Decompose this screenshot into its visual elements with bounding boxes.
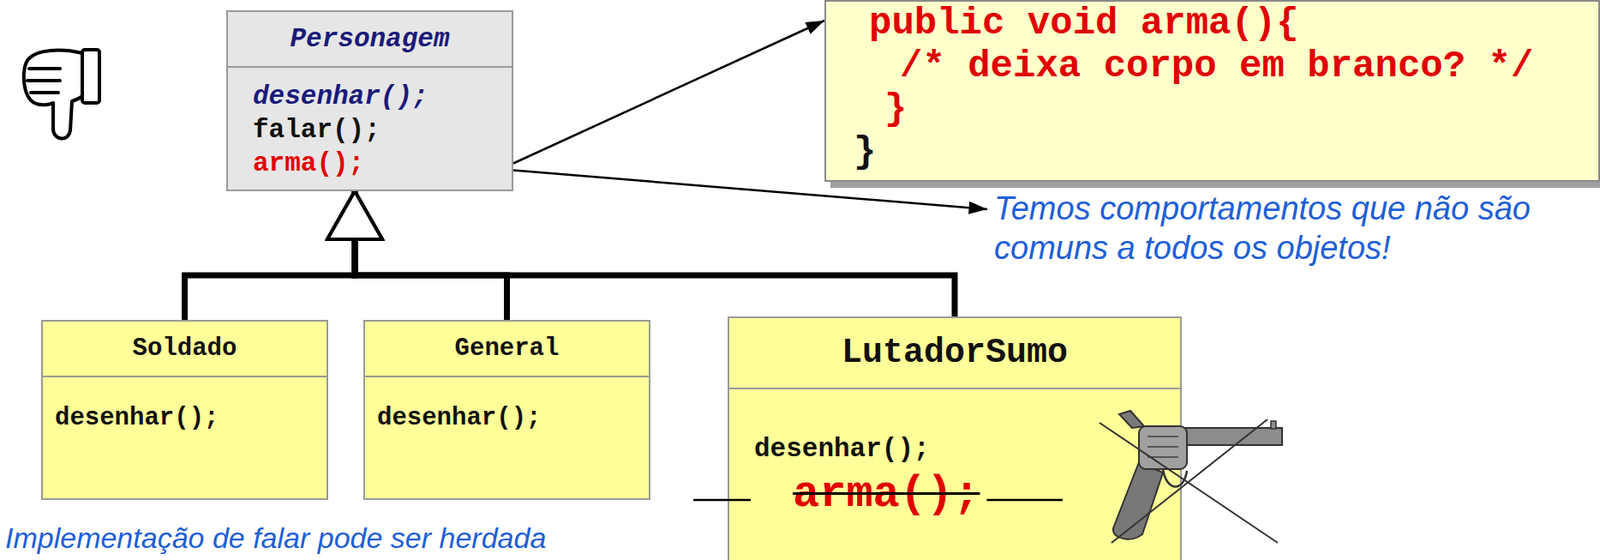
method-name: desenhar(); [54,402,313,434]
gun-sight [1270,420,1277,429]
gun-trigger-guard [1162,468,1187,487]
arrow-line [513,20,825,164]
code-line: public void arma(){ [826,1,1585,45]
class-name: Personagem [241,22,498,57]
inheritance-line [185,191,356,320]
subclass-box: Soldado desenhar(); [41,319,329,500]
inheritance-line [354,191,508,320]
code-comment: /* deixa corpo em branco? */ [826,44,1585,88]
method-name: desenhar(); [377,402,636,434]
note-text: Implementação de falar pode ser herdada [5,519,674,556]
removed-method: arma(); [754,467,980,522]
strike-line [693,498,751,502]
gun-cylinder [1138,425,1187,469]
gun-barrel [1174,427,1283,445]
gun-cylinder-grooves [1147,436,1179,457]
cross-out-mark [1099,419,1278,543]
code-line: } [826,130,1585,174]
gun-grip [1113,461,1163,540]
method-name: desenhar(); [754,430,1167,468]
thumbs-fingers [27,68,60,93]
thumbs-hand [23,50,83,139]
abstract-class-box: Personagem desenhar();falar();arma(); [226,10,514,192]
code-box: public void arma(){/* deixa corpo em bra… [824,0,1600,182]
thumbs-down-icon [23,49,100,139]
thumbs-cuff [82,49,100,103]
abstract-method: desenhar(); [252,79,498,114]
gun-hammer [1119,410,1145,428]
class-name: LutadorSumo [743,332,1167,374]
note-text: Temos comportamentos que não são comuns … [994,188,1560,268]
class-name: General [378,333,636,365]
strike-line [986,498,1063,502]
method-name: falar(); [252,113,498,147]
inheritance-line [354,191,955,317]
code-line: } [826,87,1585,131]
subclass-box: General desenhar(); [363,319,651,500]
method-name: arma(); [252,146,498,180]
class-name: Soldado [56,333,313,365]
subclass-box: LutadorSumo desenhar();arma(); [727,316,1182,560]
